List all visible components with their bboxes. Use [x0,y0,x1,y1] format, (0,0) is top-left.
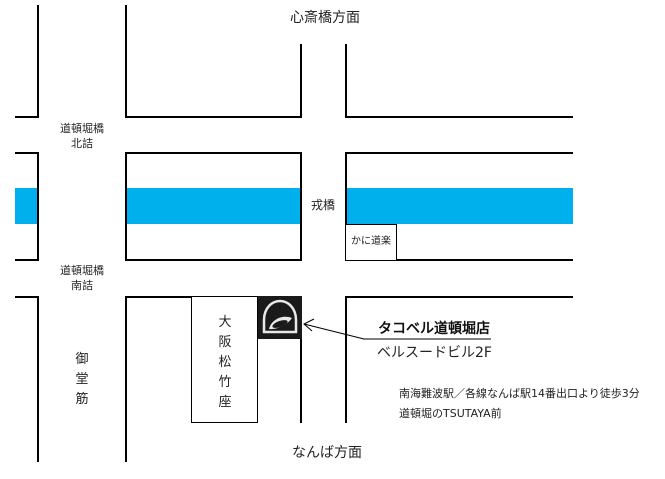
block-nw-bottom-edge [15,116,39,118]
river-block-e-bottom [345,259,573,261]
river-block-c-top [125,152,302,154]
block-n-right-edge [300,44,302,117]
shop-access-line2: 道頓堀のTSUTAYA前 [399,407,502,420]
dotonbori-river-center [126,188,301,224]
block-n-bottom-edge [125,116,302,118]
dotonbori-river-west [15,188,38,224]
block-s-right [300,296,302,423]
dotonbori-river-east [346,188,573,224]
shop-name: タコベル道頓堀店 [378,321,490,337]
midosuji-street-label: 御堂筋 [75,352,89,407]
river-block-w-right [37,152,39,261]
shop-building: ベルスードビル2F [377,345,492,361]
shop-access-line1: 南海難波駅／各線なんば駅14番出口より徒歩3分 [399,387,640,400]
kani-doraku-building [345,224,397,261]
block-ne-left-edge [345,44,347,117]
river-block-w-top [15,152,39,154]
shochikuza-theater-label: 大阪松竹座 [218,315,232,410]
river-block-e-left [345,152,347,261]
river-block-c-left [125,152,127,261]
block-se-top [345,296,573,298]
river-block-e-top [345,152,573,154]
block-sw-top [15,296,39,298]
intersection-south-label: 道頓堀橋 南詰 [60,264,104,292]
taco-bell-logo-icon[interactable] [258,296,302,339]
river-block-c-bottom [125,259,302,261]
shochikuza-theater-building [191,296,258,423]
direction-shinsaibashi: 心斎橋方面 [290,10,360,26]
river-block-w-bottom [15,259,39,261]
block-s-left [125,296,127,462]
river-block-c-right [300,152,302,261]
direction-namba: なんば方面 [292,445,362,461]
kani-doraku-label: かに道楽 [351,236,391,247]
ebisubashi-bridge-label: 戎橋 [310,198,335,212]
block-n-left-edge [125,5,127,117]
block-nw-right-edge [37,5,39,117]
block-ne-bottom-edge [345,116,573,118]
block-sw-right [37,296,39,462]
block-se-left [345,296,347,423]
intersection-north-label: 道頓堀橋 北詰 [60,122,104,150]
